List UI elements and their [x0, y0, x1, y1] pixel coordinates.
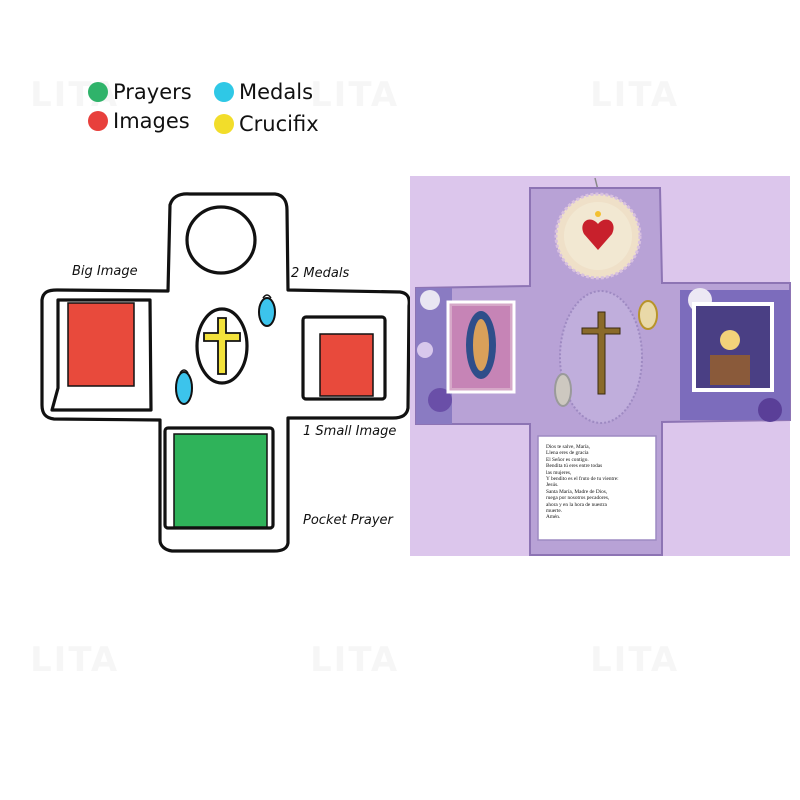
photo-medal-top [638, 300, 658, 330]
prayer-line: Dios te salve, María, [546, 444, 590, 450]
sketch-cross-outline [40, 192, 411, 553]
label-two-medals: 2 Medals [291, 266, 350, 281]
sketch-crucifix-oval [195, 307, 249, 385]
legend-label: Medals [239, 80, 314, 104]
prayers-color-dot [88, 82, 108, 102]
legend-item-prayers: Prayers [88, 80, 192, 104]
pocket-prayer-block [173, 433, 268, 528]
prayer-line: las mujeres, [546, 469, 572, 476]
legend-label: Prayers [113, 80, 192, 104]
sketch-small-image-frame [301, 315, 387, 401]
prayer-line: Santa María, Madre de Dios, [546, 488, 608, 495]
prayer-line: Bendita tú eres entre todas [546, 463, 603, 470]
label-small-image: 1 Small Image [303, 424, 397, 439]
prayer-line: muerte. [546, 508, 563, 515]
legend-item-medals: Medals [214, 80, 313, 104]
legend-label: Crucifix [239, 112, 319, 136]
sketch-left-arm-inner [50, 298, 153, 412]
legend-label: Images [113, 109, 190, 133]
label-pocket-prayer: Pocket Prayer [303, 513, 393, 528]
medals-color-dot [214, 82, 234, 102]
photo-crucifix [581, 311, 621, 395]
images-color-dot [88, 111, 108, 131]
photo-medal-bottom [554, 373, 572, 407]
legend-item-crucifix: Crucifix [214, 112, 319, 136]
sketch-top-circle [185, 205, 257, 275]
photo-prayer-card [537, 435, 657, 541]
prayer-line: El Señor es contigo. [546, 456, 589, 463]
small-image-block [319, 333, 374, 397]
crucifix-yellow [203, 317, 241, 375]
prayer-line: Llena eres de gracia [546, 450, 589, 457]
legend: Prayers Medals Images Crucifix [88, 78, 328, 138]
prayer-line: ahora y en la hora de nuestra [546, 501, 607, 508]
legend-item-images: Images [88, 109, 190, 133]
prayer-line: ruega por nosotros pecadores, [546, 495, 610, 502]
prayer-line: Jesús. [546, 482, 559, 489]
big-image-block [67, 302, 135, 387]
medal-top-right [258, 297, 276, 327]
prayer-line: Y bendito es el fruto de tu vientre: [546, 476, 619, 483]
prayer-line: Amén. [546, 514, 561, 521]
crucifix-color-dot [214, 114, 234, 134]
label-big-image: Big Image [72, 264, 138, 279]
medal-bottom-left [175, 371, 193, 405]
sketch-pocket-frame [163, 426, 275, 530]
prayer-text: Dios te salve, María, Llena eres de grac… [540, 438, 654, 538]
